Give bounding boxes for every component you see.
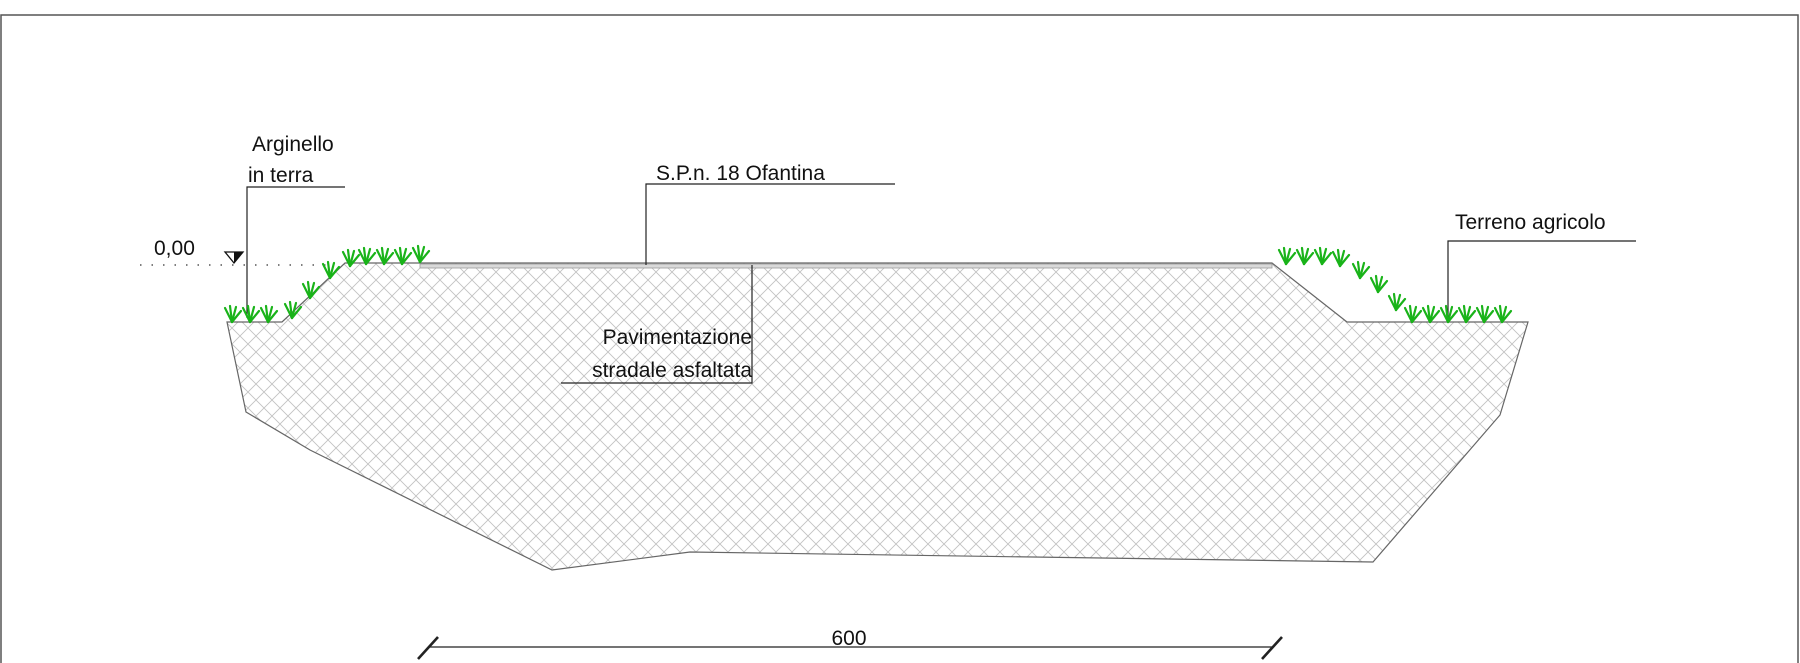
pavement-label-line2: stradale asfaltata [592, 359, 752, 382]
farmland-leader [1447, 240, 1636, 318]
dimension-label: 600 [831, 627, 866, 650]
elevation-label: 0,00 [154, 237, 195, 260]
drawing-frame [0, 14, 1799, 663]
earth-section [226, 262, 1529, 571]
asphalt-pavement-layer [419, 263, 1273, 269]
pavement-label-line1: Pavimentazione [603, 326, 752, 349]
pavement-leader [561, 265, 753, 384]
dimension-tick-left [417, 636, 439, 660]
embankment-label-line1: Arginello [252, 133, 334, 156]
road-label: S.P.n. 18 Ofantina [656, 162, 825, 185]
embankment-leader [246, 186, 345, 318]
dimension-tick-right [1261, 636, 1283, 660]
farmland-label: Terreno agricolo [1455, 211, 1606, 234]
road-leader [645, 183, 895, 265]
embankment-label-line2: in terra [248, 164, 314, 187]
